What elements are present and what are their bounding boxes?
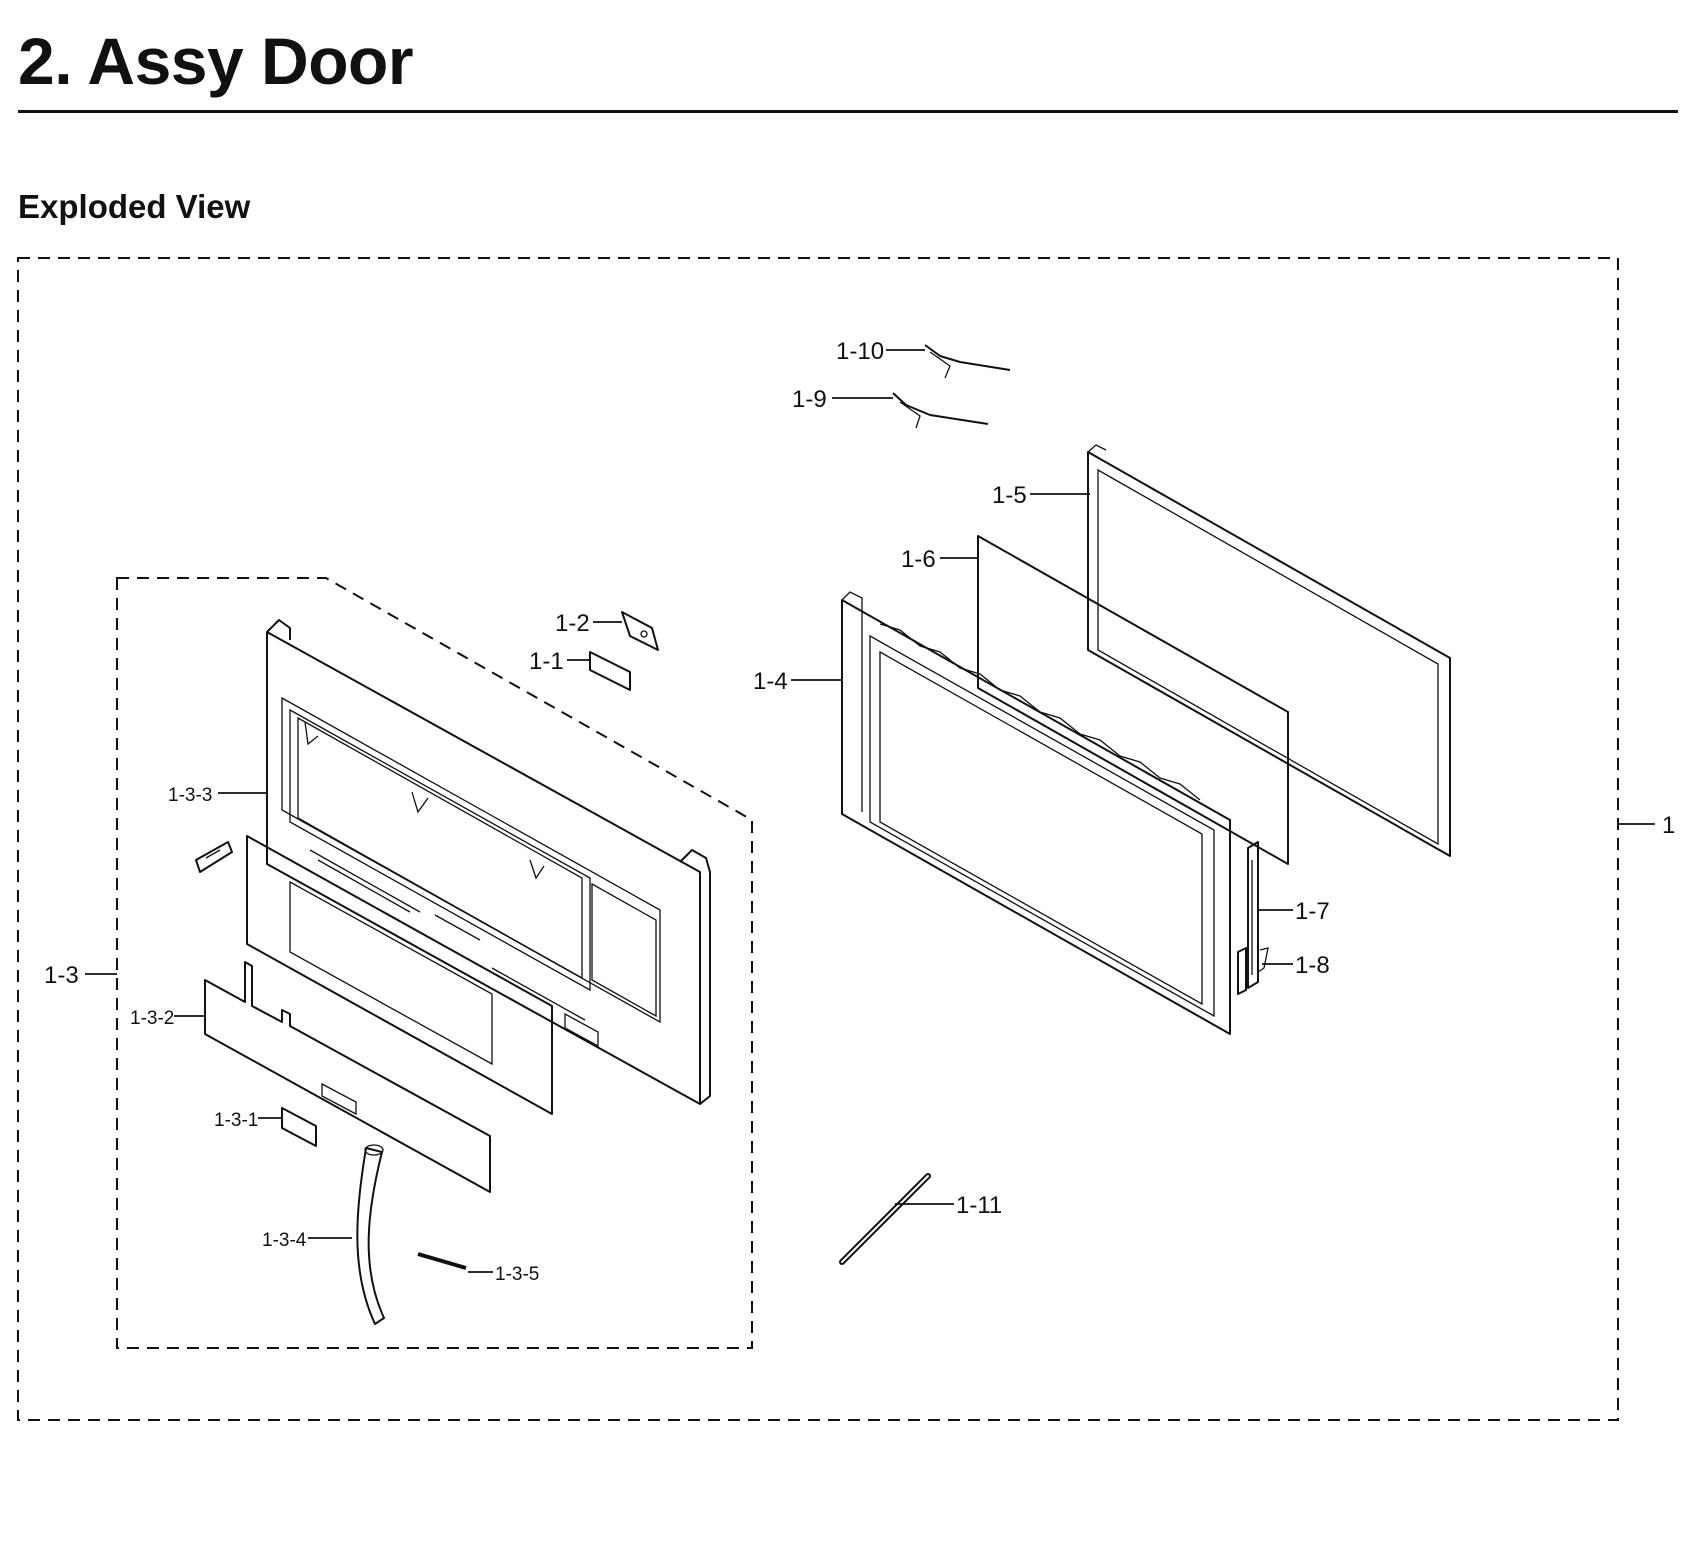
- callout-1-3-4: 1-3-4: [262, 1230, 307, 1251]
- part-1-3-1-tag: [281, 1107, 317, 1147]
- callout-1-3-2: 1-3-2: [130, 1008, 174, 1029]
- callout-1-3-1: 1-3-1: [214, 1110, 258, 1131]
- callout-1-2: 1-2: [555, 610, 590, 637]
- callout-1-9: 1-9: [792, 386, 827, 413]
- part-1-10-wire: [924, 344, 1011, 379]
- part-1-4-door-frame: [841, 591, 1231, 1035]
- part-1-7-latch: [1247, 841, 1259, 989]
- callout-1-7: 1-7: [1295, 898, 1330, 925]
- assembly-boundary: [17, 257, 1619, 1421]
- part-1-9-wire: [892, 392, 989, 429]
- callout-1-6: 1-6: [901, 546, 936, 573]
- part-1-2-bracket: [621, 611, 659, 651]
- section-heading: Exploded View: [18, 188, 251, 225]
- callout-1-4: 1-4: [753, 668, 788, 695]
- control-panel-window: [246, 835, 599, 1115]
- hinge-clip: [195, 841, 233, 873]
- part-1-1-plate: [589, 651, 631, 691]
- part-1-3-2-membrane-sheet: [204, 961, 491, 1193]
- part-1-8-lever: [1237, 947, 1269, 995]
- callout-1-3: 1-3: [44, 962, 79, 989]
- part-1-3-4-handle: [356, 1144, 385, 1325]
- callout-1-5: 1-5: [992, 482, 1027, 509]
- title-underline: [18, 110, 1678, 113]
- callout-1-3-5: 1-3-5: [495, 1264, 539, 1285]
- subassembly-1-3-boundary: [116, 577, 753, 1349]
- part-1-6-glass-sheet: [977, 535, 1289, 865]
- callout-1-3-3: 1-3-3: [168, 785, 212, 806]
- page-title: 2. Assy Door: [18, 24, 414, 98]
- part-1-3-3-door-frame: [266, 619, 711, 1105]
- part-1-11-rod: [839, 1173, 931, 1265]
- callout-1-11: 1-11: [956, 1192, 1002, 1219]
- callout-1-8: 1-8: [1295, 952, 1330, 979]
- callout-1-1: 1-1: [529, 648, 564, 675]
- callout-1-10: 1-10: [836, 338, 884, 365]
- part-1-3-5-badge: [417, 1252, 467, 1270]
- callout-1: 1: [1662, 812, 1675, 839]
- part-1-5-inner-frame: [1087, 444, 1451, 857]
